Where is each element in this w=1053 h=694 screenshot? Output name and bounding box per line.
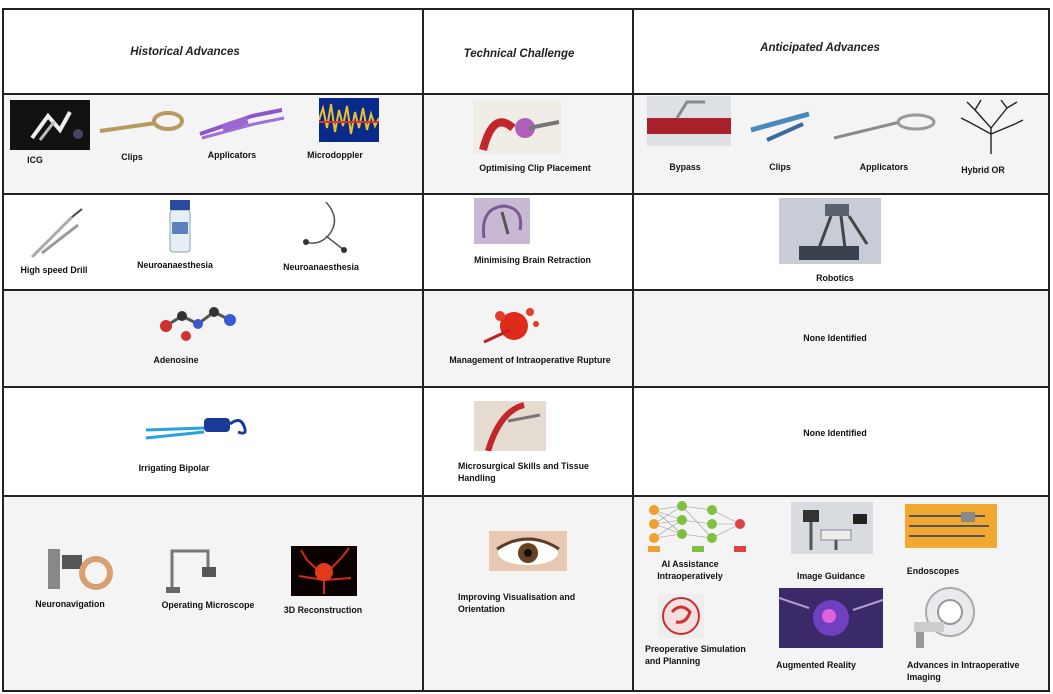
rupture-image: [480, 296, 550, 348]
operating-microscope-image: [162, 545, 222, 595]
microsurgical-image: [474, 401, 546, 451]
label-microsurgical-1: Microsurgical Skills and Tissue: [458, 461, 589, 471]
brain-retraction-image: [474, 198, 530, 244]
label-ai-assistance-2: Intraoperatively: [657, 571, 723, 581]
label-neuroanaesthesia-2: Neuroanaesthesia: [283, 262, 359, 272]
neuronavigation-image: [44, 545, 116, 591]
hybrid-or-image: [957, 98, 1025, 156]
label-neuroanaesthesia-1: Neuroanaesthesia: [137, 260, 213, 270]
image-guidance-image: [791, 502, 873, 554]
label-intraoperative-imaging-2: Imaging: [907, 672, 941, 682]
label-none-identified-1: None Identified: [803, 333, 867, 343]
label-operating-microscope: Operating Microscope: [161, 600, 255, 610]
label-optimising-clip: Optimising Clip Placement: [479, 163, 591, 173]
row-divider-1: [3, 193, 1050, 195]
label-image-guidance: Image Guidance: [797, 571, 865, 581]
clip-placement-image: [473, 100, 561, 154]
clip-future-image: [747, 104, 817, 150]
applicator-image: [192, 102, 288, 142]
label-endoscopes: Endoscopes: [906, 566, 960, 576]
label-preoperative-simulation-1: Preoperative Simulation: [645, 644, 746, 654]
microdoppler-image: [319, 98, 379, 142]
neuroanaesthesia-vial-image: [166, 200, 194, 254]
label-visualisation-1: Improving Visualisation and: [458, 592, 576, 602]
preoperative-simulation-image: [658, 594, 704, 638]
label-neuronavigation: Neuronavigation: [35, 599, 105, 609]
column-divider-2: [632, 8, 634, 692]
eye-image: [489, 531, 567, 571]
row-divider-4: [3, 495, 1050, 497]
neuroanaesthesia-probe-image: [298, 200, 348, 256]
header-historical: Historical Advances: [130, 46, 240, 58]
endoscopes-image: [905, 504, 997, 548]
label-clips-anticipated: Clips: [769, 162, 791, 172]
robotics-image: [779, 198, 881, 264]
applicator-future-image: [830, 108, 942, 144]
label-microsurgical-2: Handling: [458, 473, 496, 483]
table-border-bottom: [3, 690, 1050, 692]
column-divider-1: [422, 8, 424, 692]
header-anticipated: Anticipated Advances: [760, 42, 880, 54]
label-visualisation-2: Orientation: [458, 604, 505, 614]
bypass-image: [647, 96, 731, 146]
label-microdoppler: Microdoppler: [307, 150, 363, 160]
clip-image: [96, 105, 188, 143]
header-divider: [3, 93, 1050, 95]
label-clips-historical: Clips: [121, 152, 143, 162]
table-border-right: [1048, 8, 1050, 692]
label-applicators-anticipated: Applicators: [859, 162, 909, 172]
label-3d-reconstruction: 3D Reconstruction: [283, 605, 363, 615]
header-challenge: Technical Challenge: [463, 48, 575, 60]
drill-image: [28, 205, 88, 261]
bipolar-image: [144, 406, 252, 448]
adenosine-image: [152, 296, 246, 346]
row-divider-3: [3, 386, 1050, 388]
label-intraoperative-rupture: Management of Intraoperative Rupture: [449, 355, 611, 365]
label-robotics: Robotics: [816, 273, 854, 283]
label-high-speed-drill: High speed Drill: [20, 265, 88, 275]
table-border-top: [3, 8, 1050, 10]
row3-background: [4, 291, 1049, 386]
intraoperative-imaging-image: [910, 582, 976, 650]
label-ai-assistance-1: AI Assistance: [661, 559, 719, 569]
augmented-reality-image: [779, 588, 883, 648]
label-adenosine: Adenosine: [153, 355, 199, 365]
row-divider-2: [3, 289, 1050, 291]
icg-image: [10, 100, 90, 150]
3d-reconstruction-image: [291, 546, 357, 596]
label-hybrid-or: Hybrid OR: [961, 165, 1005, 175]
label-applicators-historical: Applicators: [207, 150, 257, 160]
label-none-identified-2: None Identified: [803, 428, 867, 438]
label-minimising-retraction: Minimising Brain Retraction: [474, 255, 591, 265]
label-intraoperative-imaging-1: Advances in Intraoperative: [907, 660, 1020, 670]
label-irrigating-bipolar: Irrigating Bipolar: [138, 463, 210, 473]
label-preoperative-simulation-2: and Planning: [645, 656, 701, 666]
label-augmented-reality: Augmented Reality: [776, 660, 856, 670]
label-icg: ICG: [27, 155, 43, 165]
table-border-left: [2, 8, 4, 692]
label-bypass: Bypass: [669, 162, 701, 172]
ai-assistance-image: [642, 500, 752, 554]
